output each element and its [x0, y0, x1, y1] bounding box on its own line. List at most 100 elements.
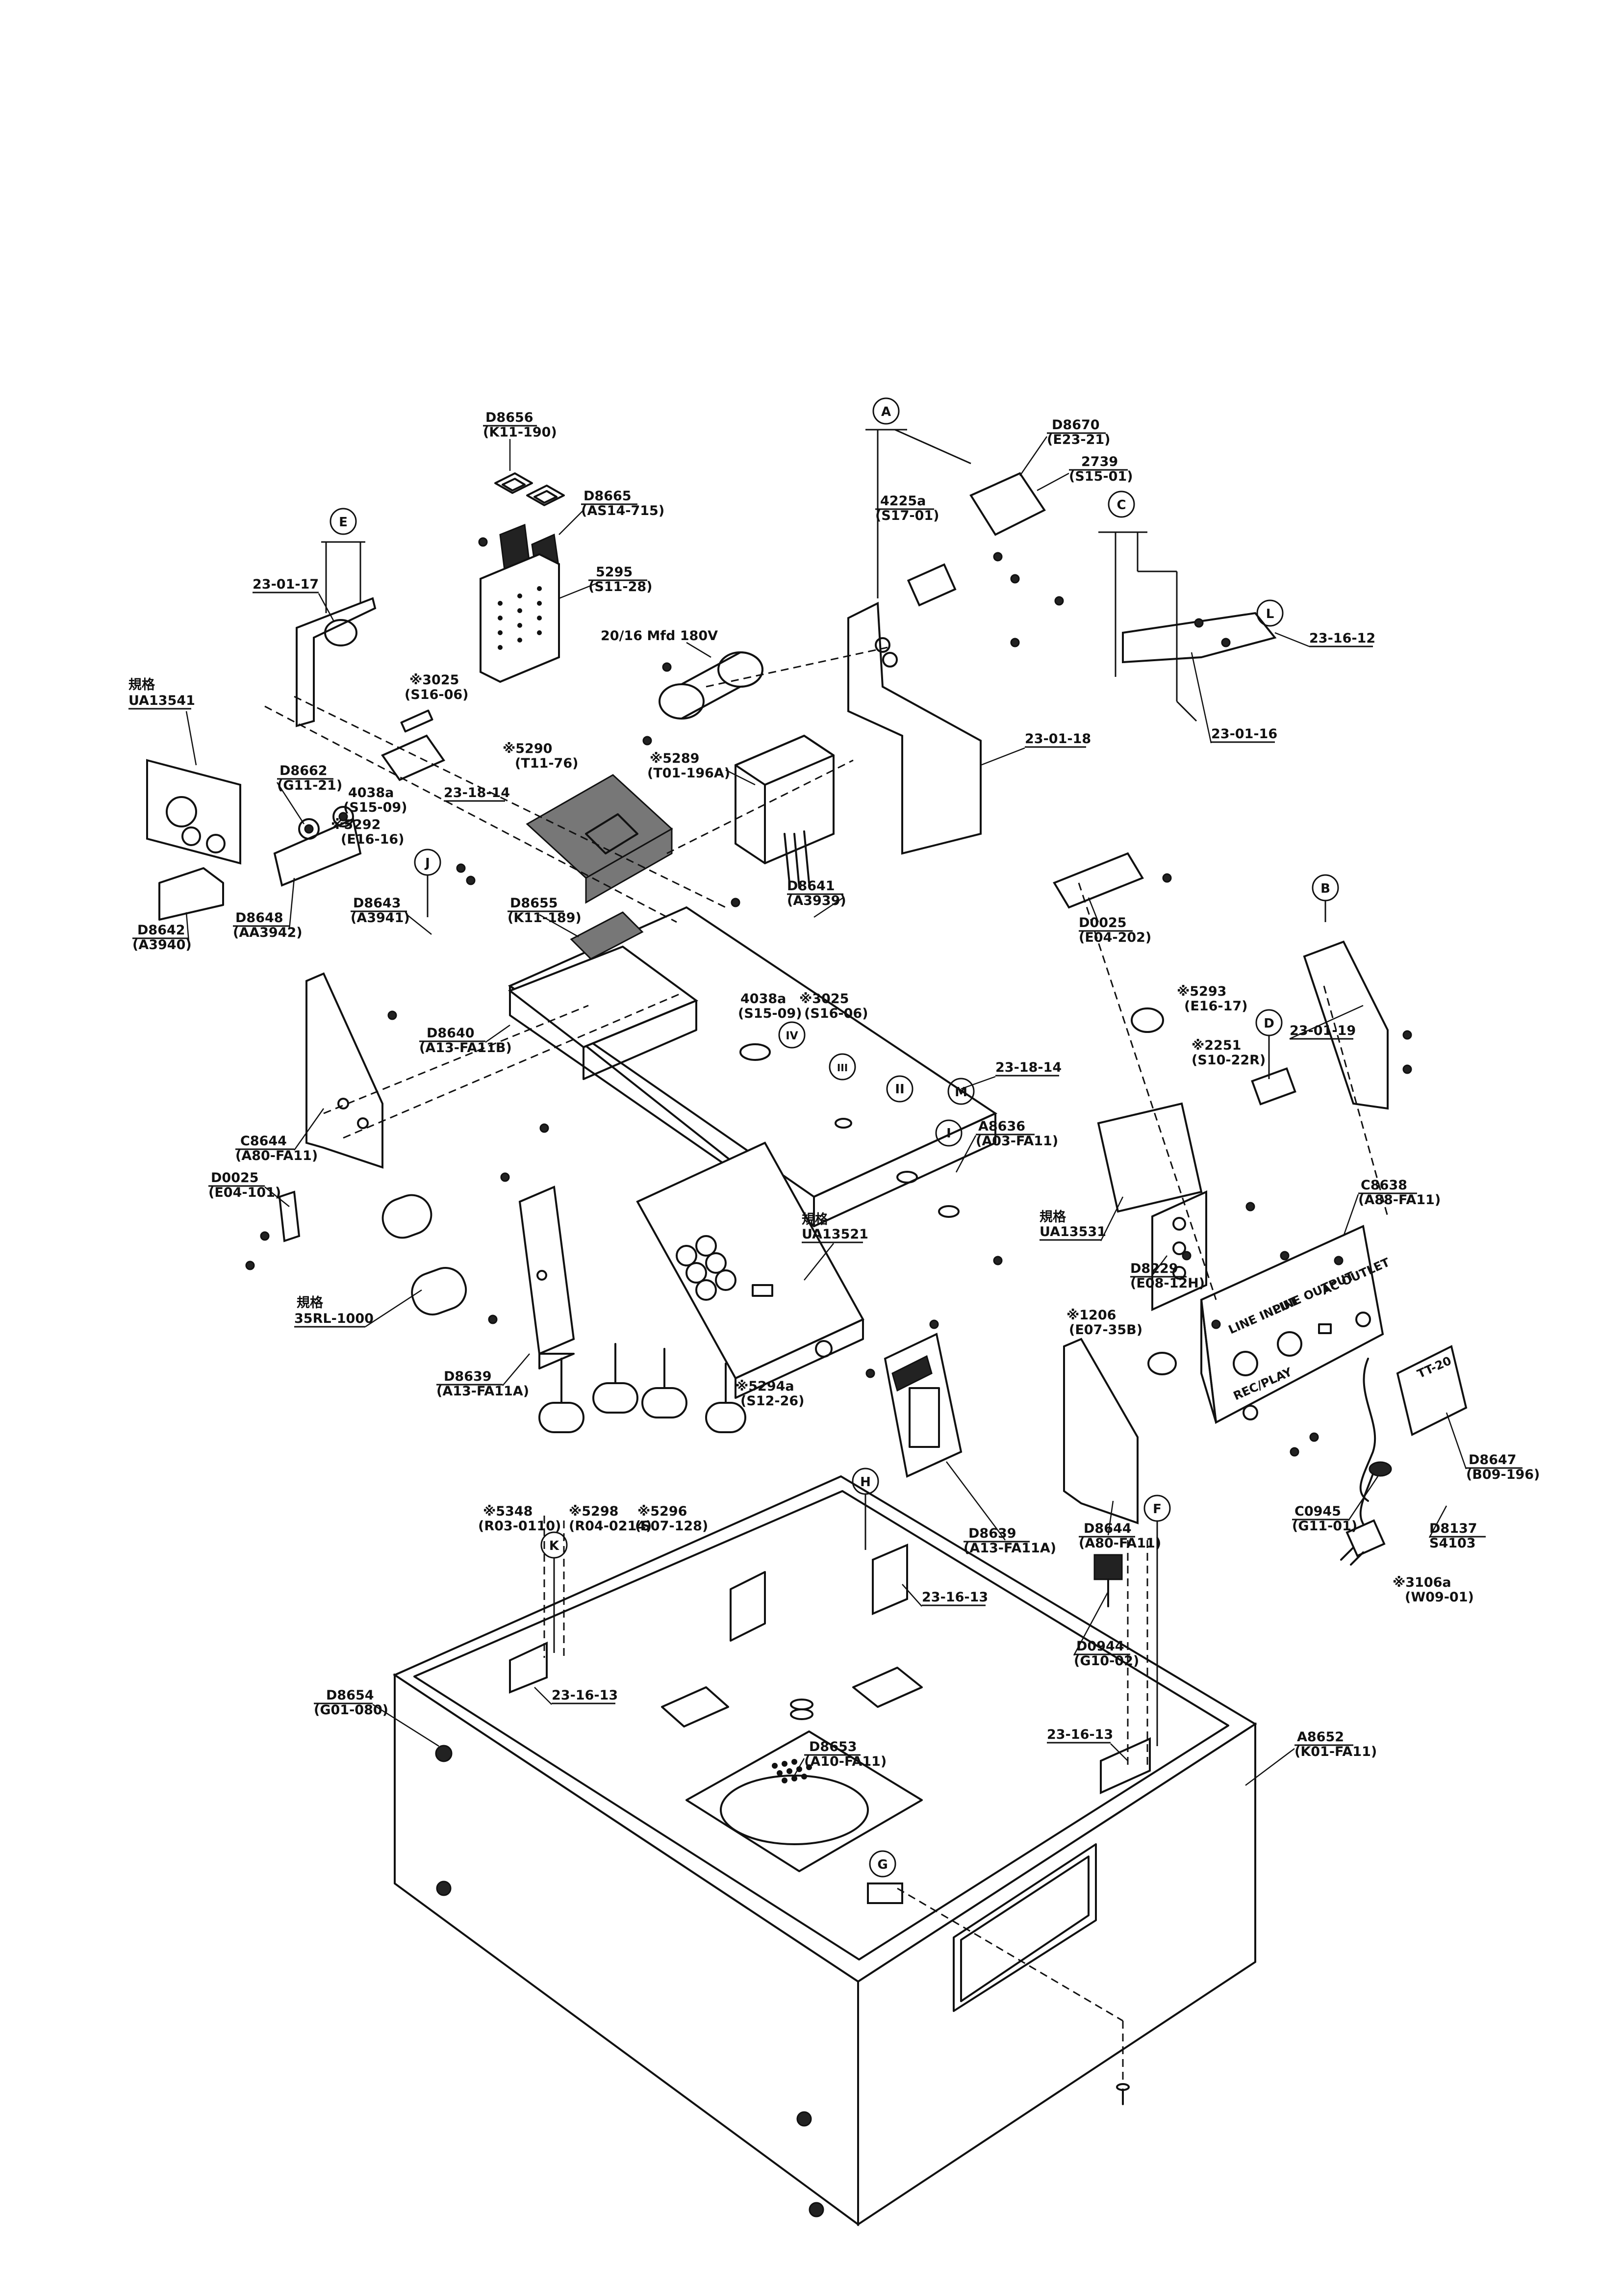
svg-text:K: K — [549, 1539, 559, 1553]
svg-text:D8639: D8639 — [444, 1369, 492, 1384]
bracket-23-01-19 — [1303, 940, 1389, 1110]
label-20uf: 20/16 Mfd 180V — [601, 628, 718, 644]
switch-2251 — [1251, 1067, 1296, 1106]
fuse-holder-top — [381, 709, 446, 781]
svg-text:D8662: D8662 — [279, 763, 328, 778]
bracket-23-01-17 — [296, 597, 377, 727]
label-5294a: ※5294a(S12-26) — [736, 1379, 804, 1409]
label-23-16-13-a: 23-16-13 — [922, 1590, 988, 1606]
label-D8642: D8642(A3940) — [132, 923, 192, 953]
label-D0025-left: D0025(E04-101) — [208, 1170, 281, 1200]
label-D8648: D8648(AA3942) — [233, 910, 303, 940]
svg-text:(S16-06): (S16-06) — [405, 687, 468, 702]
bracket-d8670 — [969, 472, 1046, 536]
svg-text:※5292: ※5292 — [331, 817, 381, 832]
label-23-16-12: 23-16-12 — [1309, 631, 1375, 647]
svg-text:B: B — [1320, 881, 1330, 896]
svg-text:(A13-FA11A): (A13-FA11A) — [964, 1541, 1056, 1556]
label-D0944: D0944(G10-02) — [1074, 1639, 1139, 1669]
svg-text:(S15-09): (S15-09) — [343, 800, 407, 815]
svg-text:規格: 規格 — [128, 677, 155, 693]
label-5290: ※5290(T11-76) — [503, 741, 578, 771]
svg-text:J: J — [424, 856, 430, 871]
svg-text:(A13-FA11A): (A13-FA11A) — [436, 1384, 529, 1399]
svg-text:(E04-101): (E04-101) — [208, 1185, 281, 1200]
svg-text:D8639: D8639 — [968, 1526, 1016, 1541]
assembly-dashed-lines — [264, 646, 1389, 1300]
svg-text:D0944: D0944 — [1076, 1639, 1124, 1654]
svg-text:E: E — [339, 515, 348, 530]
svg-text:規格: 規格 — [297, 1295, 324, 1311]
marker-II: II — [886, 1075, 914, 1103]
svg-text:(A88-FA11): (A88-FA11) — [1358, 1192, 1441, 1208]
label-5348: ※5348(R03-0110) — [478, 1504, 561, 1534]
marker-III: III — [829, 1053, 856, 1081]
label-D8644: D8644(A80-FA11) — [1079, 1521, 1161, 1551]
svg-text:23-18-14: 23-18-14 — [995, 1060, 1062, 1075]
bracket-d0025-left — [278, 1190, 301, 1242]
marker-F: F — [1143, 1495, 1171, 1746]
svg-text:II: II — [895, 1082, 904, 1097]
label-3106a: ※3106a(W09-01) — [1393, 1575, 1474, 1605]
rear-panel-c8638: LINE INPUT LINE OUTPUT REC/PLAY AC OUTLE… — [1200, 1225, 1392, 1424]
svg-text:4225a: 4225a — [880, 493, 926, 509]
svg-text:D8670: D8670 — [1052, 417, 1100, 433]
svg-text:D8654: D8654 — [326, 1688, 374, 1703]
svg-text:(S15-01): (S15-01) — [1069, 469, 1133, 484]
leader-lines — [185, 436, 1467, 1786]
svg-text:G: G — [877, 1857, 888, 1872]
label-D8655: D8655(K11-189) — [508, 896, 582, 926]
module-d8639-right — [884, 1333, 963, 1478]
svg-text:H: H — [860, 1475, 871, 1490]
speaker-grille — [772, 1759, 812, 1783]
reference-markers: A B C D E F G H J K L M I II III IV — [321, 397, 1339, 1878]
label-D8643: D8643(A3941) — [351, 896, 410, 926]
svg-text:L: L — [1266, 607, 1274, 621]
bracket-d8644 — [1063, 1338, 1139, 1524]
svg-text:(E04-202): (E04-202) — [1079, 930, 1151, 945]
screws — [245, 537, 1412, 1457]
svg-text:(R03-0110): (R03-0110) — [478, 1519, 561, 1534]
svg-text:(S07-128): (S07-128) — [635, 1519, 708, 1534]
svg-text:UA13521: UA13521 — [802, 1227, 868, 1242]
label-D0025-top: D0025(E04-202) — [1079, 915, 1151, 945]
svg-text:(S15-09): (S15-09) — [738, 1006, 802, 1021]
svg-text:(AS14-715): (AS14-715) — [581, 503, 664, 518]
plate-ua13531 — [1097, 1102, 1203, 1213]
label-D8653: D8653(A10-FA11) — [804, 1739, 887, 1769]
svg-text:D8653: D8653 — [809, 1739, 857, 1754]
svg-text:※3025: ※3025 — [409, 672, 459, 688]
fuse-4225a — [907, 563, 957, 607]
marker-H: H — [852, 1468, 879, 1550]
label-5295: 5295(S11-28) — [588, 565, 652, 594]
marker-K: K — [540, 1531, 568, 1653]
svg-text:※5293: ※5293 — [1177, 984, 1226, 999]
label-5293: ※5293(E16-17) — [1177, 984, 1247, 1014]
transformer-5290 — [526, 774, 673, 904]
svg-text:23-18-14: 23-18-14 — [444, 785, 510, 800]
svg-text:(A80-FA11): (A80-FA11) — [1079, 1536, 1161, 1551]
svg-text:※5294a: ※5294a — [736, 1379, 794, 1394]
svg-text:D: D — [1264, 1016, 1274, 1031]
marker-A: A — [865, 397, 971, 598]
svg-text:(S16-06): (S16-06) — [804, 1006, 868, 1021]
svg-text:(A13-FA11B): (A13-FA11B) — [419, 1040, 512, 1056]
label-4038a-mid: 4038a(S15-09) — [738, 991, 802, 1021]
svg-text:23-16-12: 23-16-12 — [1309, 631, 1375, 646]
rear-badge: TT-20 — [1396, 1345, 1468, 1436]
svg-text:I: I — [946, 1126, 951, 1141]
svg-text:(A3940): (A3940) — [132, 937, 192, 953]
svg-text:※5289: ※5289 — [650, 751, 699, 766]
label-1206: ※1206(E07-35B) — [1066, 1308, 1142, 1338]
svg-text:※5296: ※5296 — [637, 1504, 687, 1519]
marker-D: D — [1255, 1009, 1283, 1079]
svg-text:23-16-13: 23-16-13 — [552, 1688, 618, 1703]
svg-text:23-16-13: 23-16-13 — [1047, 1727, 1113, 1742]
board-jacks — [676, 1235, 736, 1301]
label-23-01-17: 23-01-17 — [253, 577, 319, 593]
svg-text:C0945: C0945 — [1294, 1504, 1341, 1519]
label-C8638: C8638(A88-FA11) — [1358, 1178, 1441, 1208]
marker-IV: IV — [778, 1021, 806, 1049]
label-D8665: D8665(AS14-715) — [581, 489, 664, 518]
